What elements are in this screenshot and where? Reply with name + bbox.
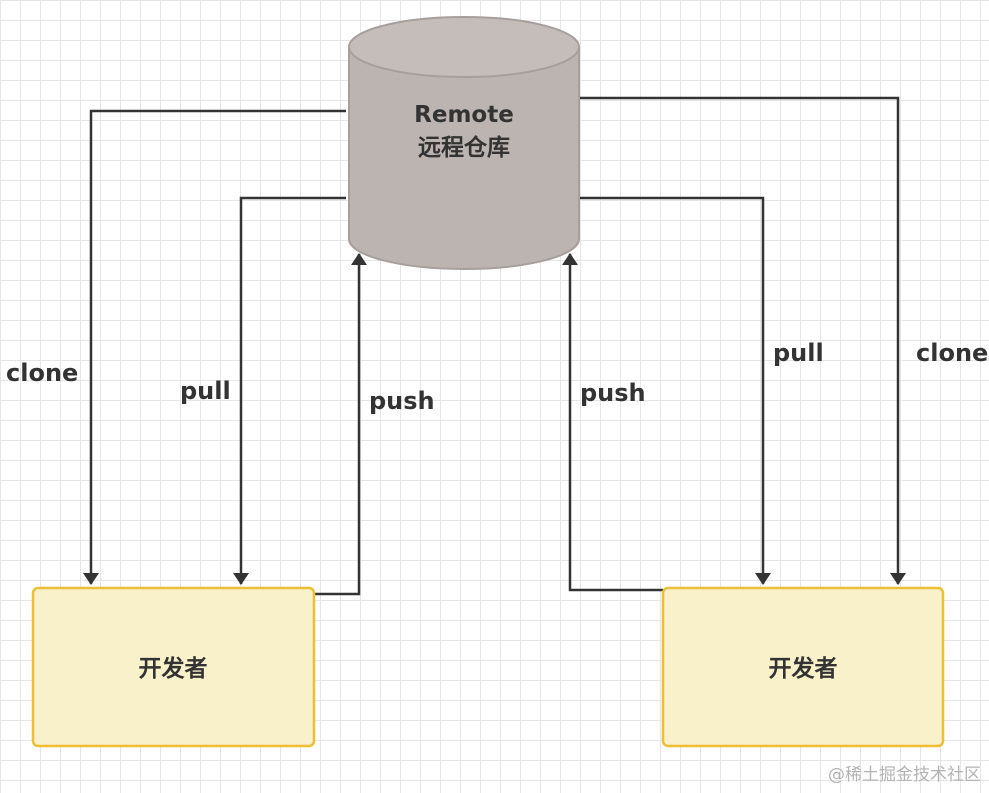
remote-cylinder-body xyxy=(348,47,580,270)
left-clone-arrow xyxy=(83,109,346,585)
right-push-arrow xyxy=(562,253,663,592)
developer-left-box xyxy=(31,586,316,748)
remote-title: Remote xyxy=(414,102,514,128)
left-push-label: push xyxy=(369,387,435,415)
right-clone-label: clone xyxy=(916,339,988,367)
left-clone-label: clone xyxy=(6,359,78,387)
watermark-text: @稀土掘金技术社区 xyxy=(828,765,981,785)
right-pull-label: pull xyxy=(773,339,824,367)
edges xyxy=(83,96,906,596)
remote-cylinder-top xyxy=(348,16,580,78)
developer-left-label: 开发者 xyxy=(139,655,208,682)
left-pull-arrow xyxy=(233,196,346,585)
edge-labels: clone pull push push pull clone xyxy=(6,339,988,415)
right-clone-arrow xyxy=(580,96,906,585)
developer-left: 开发者 xyxy=(31,586,316,748)
developer-right: 开发者 xyxy=(661,586,945,748)
developer-right-label: 开发者 xyxy=(769,655,838,682)
left-pull-label: pull xyxy=(180,377,231,405)
developer-right-box xyxy=(661,586,945,748)
left-push-arrow xyxy=(314,253,367,596)
right-push-label: push xyxy=(580,379,646,407)
right-pull-arrow xyxy=(580,196,771,585)
remote-subtitle: 远程仓库 xyxy=(418,134,510,161)
remote-repository: Remote 远程仓库 xyxy=(348,16,580,270)
